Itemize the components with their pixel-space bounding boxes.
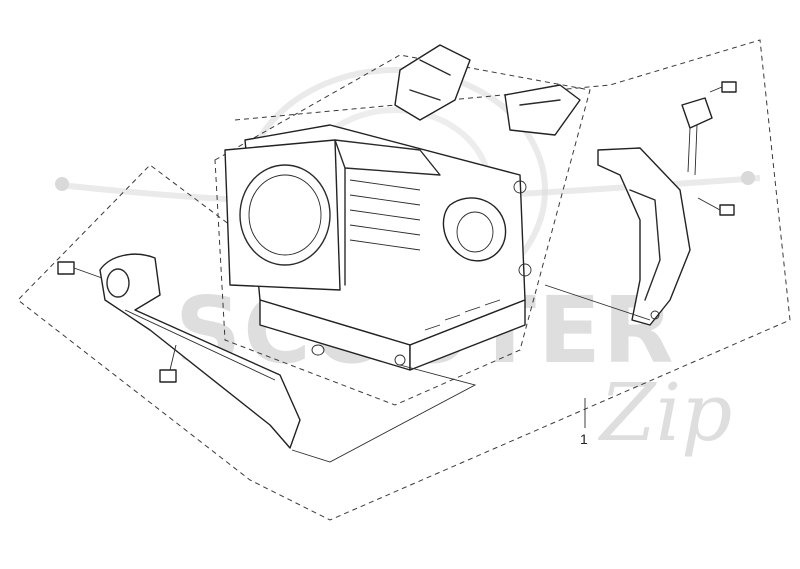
group-boundaries <box>17 39 791 521</box>
ignition-cover-assembly <box>544 81 737 326</box>
callout-label-1: 1 <box>580 431 588 447</box>
watermark-brand-script: Zip <box>597 366 732 459</box>
heat-shield-assembly <box>57 253 477 463</box>
callout-1: 1 <box>580 398 588 447</box>
main-assembly-boundary <box>17 39 791 521</box>
engine-block <box>224 44 581 371</box>
engine-block-boundary <box>214 54 591 406</box>
